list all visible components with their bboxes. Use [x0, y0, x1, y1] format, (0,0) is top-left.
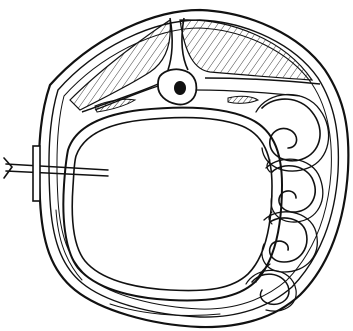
probe-collar: [33, 146, 40, 201]
dark-nucleus: [174, 81, 186, 95]
probe: [4, 146, 108, 201]
small-hatch-left: [95, 99, 135, 112]
inner-chamber-inner: [72, 118, 272, 291]
coil-lower: [270, 218, 307, 262]
inner-chamber: [63, 108, 282, 301]
probe-handle: [4, 158, 12, 178]
coil-upper: [262, 99, 320, 161]
small-hatch-right: [228, 96, 258, 103]
coil-middle: [272, 166, 315, 212]
